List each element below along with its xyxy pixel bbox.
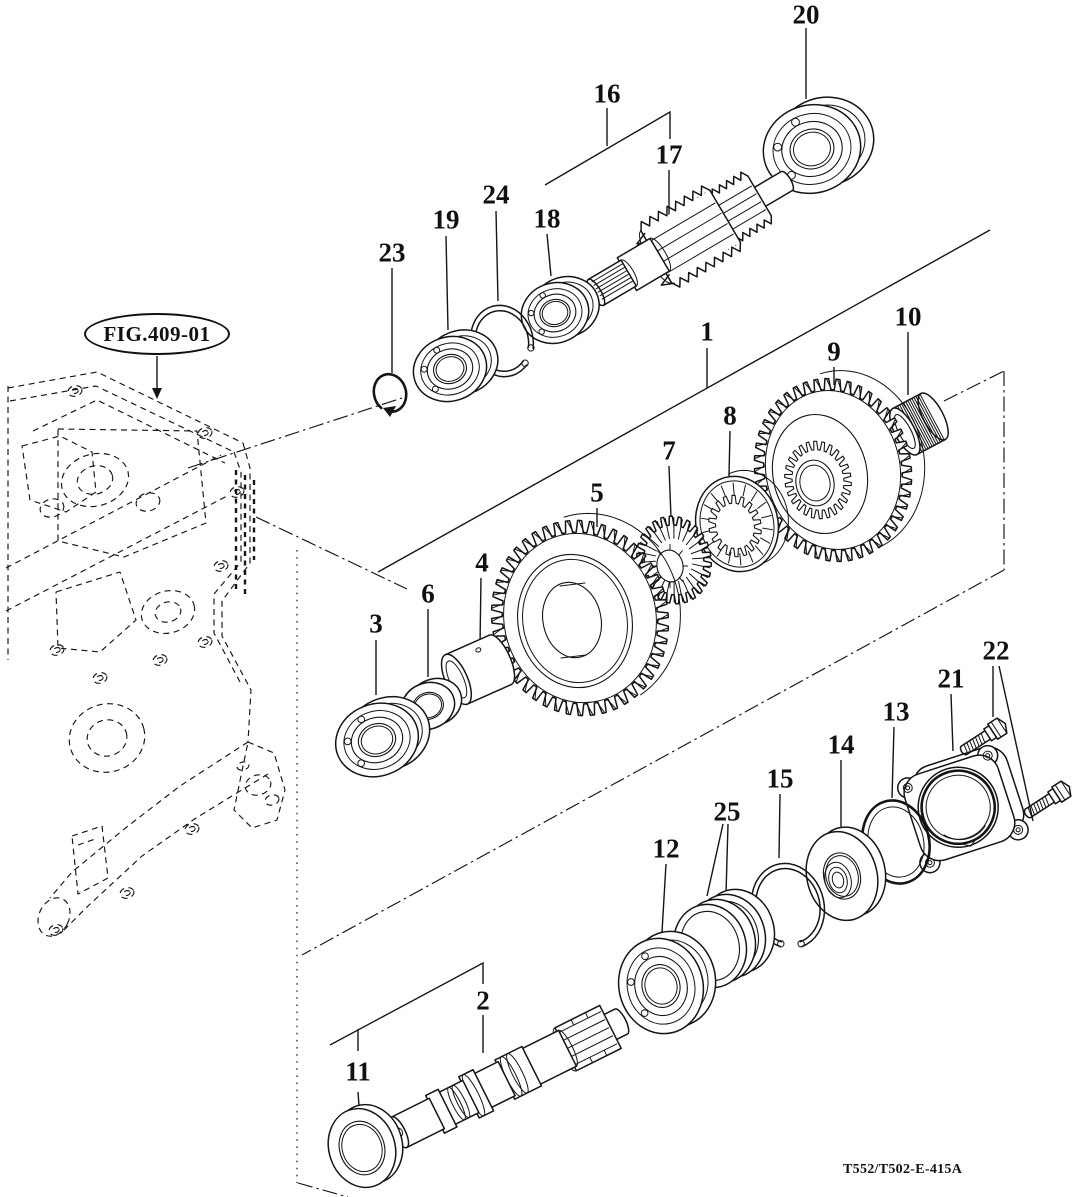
part-label-22: 22 (982, 635, 1010, 666)
part-23-snap-ring (372, 372, 408, 417)
part-label-25: 25 (713, 796, 741, 827)
housing-reference-outline (5, 371, 286, 937)
part-label-14: 14 (827, 729, 855, 760)
part-label-10: 10 (894, 301, 922, 332)
part-label-11: 11 (345, 1056, 371, 1087)
part-label-12: 12 (652, 833, 680, 864)
part-10-needle-bearing (889, 392, 949, 456)
part-2-output-shaft (389, 1004, 630, 1149)
part-11-washer (327, 1103, 404, 1189)
part-22-bolts (959, 717, 1072, 819)
part-label-4: 4 (475, 547, 489, 578)
part-18-bearing (520, 275, 600, 345)
part-label-24: 24 (482, 179, 510, 210)
part-21-retainer-flange (896, 744, 1029, 874)
part-12-bearing (617, 930, 717, 1035)
part-4-bushing (440, 634, 516, 706)
part-label-1: 1 (700, 316, 714, 347)
part-label-16: 16 (593, 78, 621, 109)
part-label-21: 21 (937, 663, 965, 694)
drawing-code: T552/T502-E-415A (843, 1162, 963, 1177)
part-label-23: 23 (378, 237, 406, 268)
part-label-8: 8 (723, 400, 737, 431)
part-label-6: 6 (421, 578, 435, 609)
part-label-17: 17 (655, 139, 683, 170)
leader-lines (329, 28, 1034, 1134)
part-9-gear (753, 370, 926, 563)
figure-arrow (152, 356, 162, 399)
figure-reference-balloon[interactable]: FIG.409-01 (84, 313, 230, 355)
part-24-circlip (469, 304, 535, 378)
part-label-19: 19 (432, 204, 460, 235)
part-19-bearing (412, 329, 499, 403)
part-17-input-shaft (586, 170, 795, 307)
part-8-coupling (694, 469, 789, 573)
part-label-15: 15 (766, 763, 794, 794)
part-label-5: 5 (590, 477, 604, 508)
part-label-2: 2 (476, 985, 490, 1016)
part-3-bearing (334, 695, 431, 778)
part-label-9: 9 (827, 336, 841, 367)
part-label-3: 3 (369, 608, 383, 639)
part-label-20: 20 (792, 0, 820, 30)
part-label-18: 18 (533, 203, 561, 234)
part-label-13: 13 (882, 696, 910, 727)
part-25-shim-rings (672, 888, 776, 989)
phantom-centerlines (187, 370, 1005, 1197)
part-14-seal (805, 826, 887, 922)
figure-reference-label: FIG.409-01 (103, 321, 211, 346)
part-20-bearing (762, 96, 875, 195)
part-label-7: 7 (662, 435, 676, 466)
part-5-gear (490, 512, 681, 717)
